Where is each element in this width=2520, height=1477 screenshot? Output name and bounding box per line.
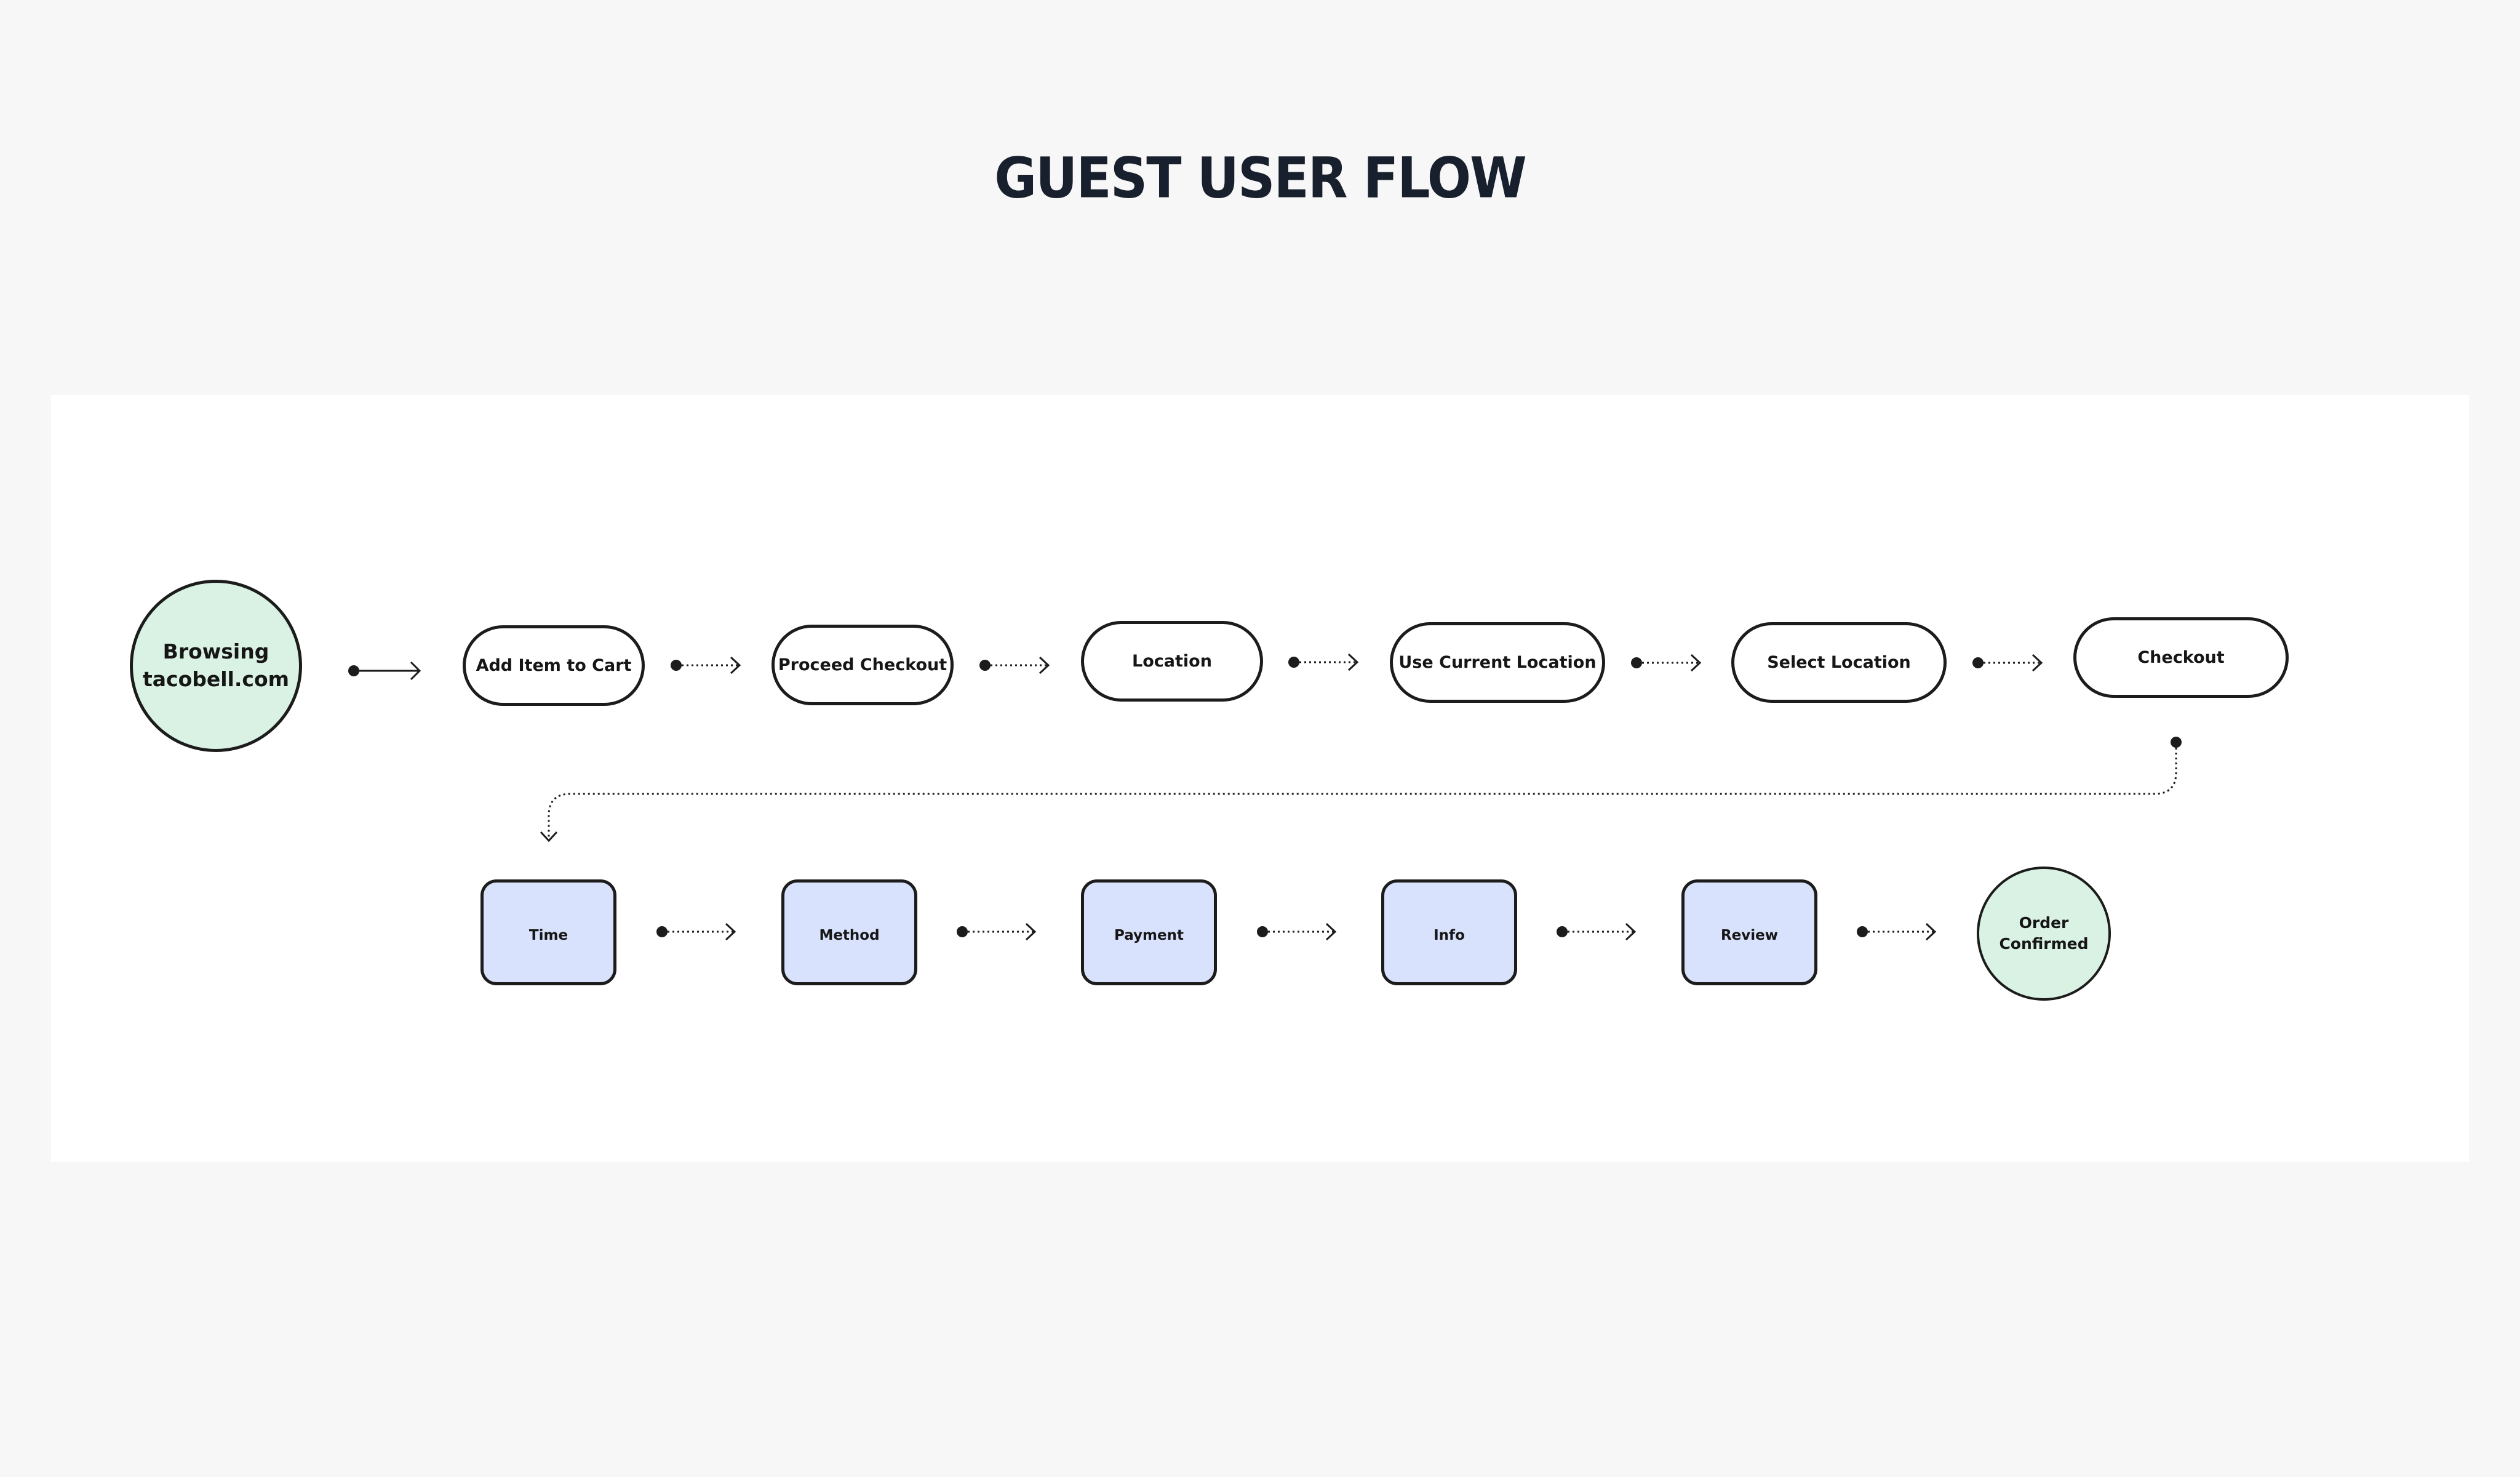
node-payment: Payment: [1081, 879, 1217, 985]
node-select-location: Select Location: [1731, 622, 1947, 703]
node-review: Review: [1681, 879, 1817, 985]
node-time: Time: [480, 879, 616, 985]
node-method: Method: [781, 879, 917, 985]
page-title: GUEST USER FLOW: [994, 145, 1527, 210]
node-use-current-location: Use Current Location: [1390, 622, 1605, 703]
flow-panel: [51, 395, 2469, 1162]
node-start-line1: Browsing: [162, 639, 269, 664]
node-end-line2: Confirmed: [1999, 935, 2089, 953]
node-checkout: Checkout: [2073, 617, 2289, 698]
node-proceed-checkout: Proceed Checkout: [772, 625, 954, 705]
node-end-line1: Order: [2019, 914, 2069, 932]
node-add-item-to-cart: Add Item to Cart: [463, 625, 645, 706]
node-location: Location: [1081, 621, 1263, 702]
node-order-confirmed: Order Confirmed: [1977, 867, 2111, 1001]
node-start-line2: tacobell.com: [142, 667, 290, 691]
node-info: Info: [1381, 879, 1517, 985]
node-start-browsing: Browsing tacobell.com: [130, 580, 302, 752]
